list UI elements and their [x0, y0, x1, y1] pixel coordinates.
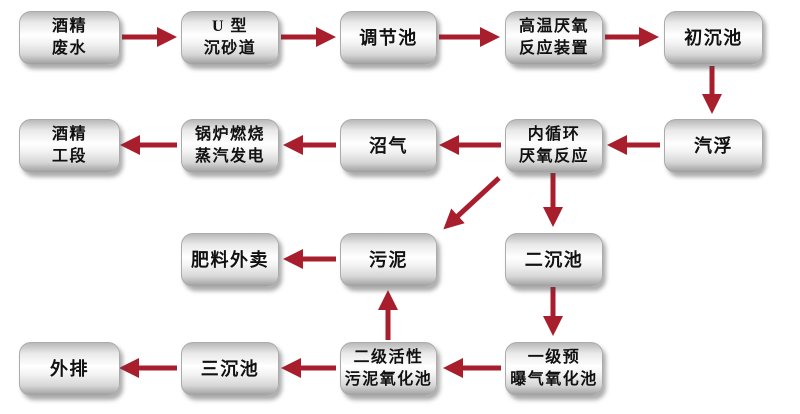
node-label: 污泥 — [369, 249, 408, 270]
node-label: U 型 沉砂道 — [203, 18, 257, 57]
node-primary-pre-aeration-oxidation-tank: 一级预 曝气氧化池 — [505, 342, 603, 396]
node-label: 外排 — [50, 358, 89, 379]
node-label: 酒精 废水 — [51, 18, 87, 57]
node-u-shaped-grit-channel: U 型 沉砂道 — [181, 11, 279, 65]
node-discharge: 外排 — [19, 342, 120, 396]
node-label: 三沉池 — [200, 358, 260, 379]
node-label: 汽浮 — [694, 135, 733, 156]
node-alcohol-section: 酒精 工段 — [19, 119, 120, 173]
node-air-flotation: 汽浮 — [664, 119, 763, 173]
node-label: 内循环 厌氧反应 — [518, 126, 589, 165]
node-label: 高温厌氧 反应装置 — [518, 18, 589, 57]
node-label: 二级活性 污泥氧化池 — [344, 349, 433, 388]
node-sludge: 污泥 — [340, 233, 437, 287]
node-label: 肥料外卖 — [191, 249, 269, 270]
node-boiler-combustion-steam-power: 锅炉燃烧 蒸汽发电 — [181, 119, 279, 173]
node-regulating-tank: 调节池 — [340, 11, 437, 65]
node-biogas: 沼气 — [340, 119, 437, 173]
node-label: 沼气 — [369, 135, 408, 156]
node-secondary-activated-sludge-oxidation-tank: 二级活性 污泥氧化池 — [340, 342, 437, 396]
node-internal-circulation-anaerobic-reactor: 内循环 厌氧反应 — [505, 119, 603, 173]
node-label: 一级预 曝气氧化池 — [510, 349, 598, 388]
node-label: 锅炉燃烧 蒸汽发电 — [194, 126, 265, 165]
node-primary-sedimentation-tank: 初沉池 — [664, 11, 763, 65]
node-tertiary-sedimentation-tank: 三沉池 — [181, 342, 279, 396]
node-label: 二沉池 — [524, 249, 584, 270]
node-fertilizer-sale: 肥料外卖 — [181, 233, 279, 287]
node-secondary-sedimentation-tank: 二沉池 — [505, 233, 603, 287]
arrow-internal-circulation-anaerobic-reactor-to-sludge — [443, 176, 501, 230]
node-high-temp-anaerobic-reactor: 高温厌氧 反应装置 — [505, 11, 603, 65]
node-label: 初沉池 — [684, 27, 743, 48]
node-label: 调节池 — [359, 27, 418, 48]
node-alcohol-wastewater: 酒精 废水 — [19, 11, 120, 65]
node-label: 酒精 工段 — [51, 126, 87, 165]
